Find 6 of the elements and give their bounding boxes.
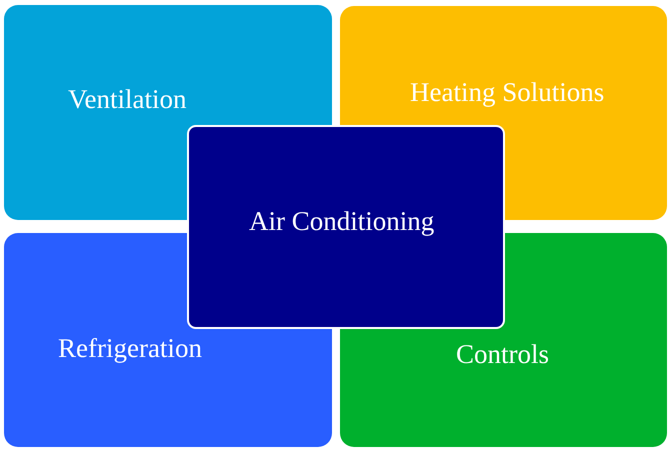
category-label: Ventilation xyxy=(68,83,186,115)
category-label: Controls xyxy=(456,338,550,370)
category-label: Air Conditioning xyxy=(249,205,434,237)
category-label: Refrigeration xyxy=(58,332,202,364)
center-tile xyxy=(187,125,505,329)
category-label: Heating Solutions xyxy=(410,76,604,108)
